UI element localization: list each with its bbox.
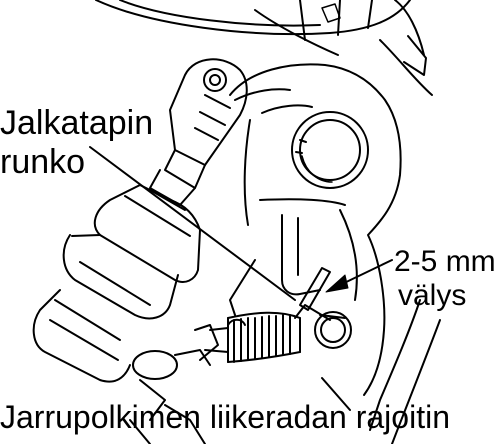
travel-limiter-bolt xyxy=(314,311,352,349)
gap-word-label: välys xyxy=(398,279,467,312)
return-spring xyxy=(194,311,301,363)
pivot-bushing xyxy=(291,111,369,189)
master-cylinder xyxy=(32,184,211,444)
frame-body xyxy=(229,63,441,444)
pedal-arm-gap xyxy=(294,267,331,321)
limiter-label: Jarrupolkimen liikeradan rajoitin xyxy=(0,399,450,435)
leader-lines xyxy=(89,146,393,411)
clevis-head xyxy=(149,58,248,206)
upper-frame-housing xyxy=(95,0,433,96)
frame-label-line1: Jalkatapin xyxy=(0,104,154,142)
gap-value-label: 2-5 mm xyxy=(394,245,496,278)
frame-label-line2: runko xyxy=(0,143,86,181)
